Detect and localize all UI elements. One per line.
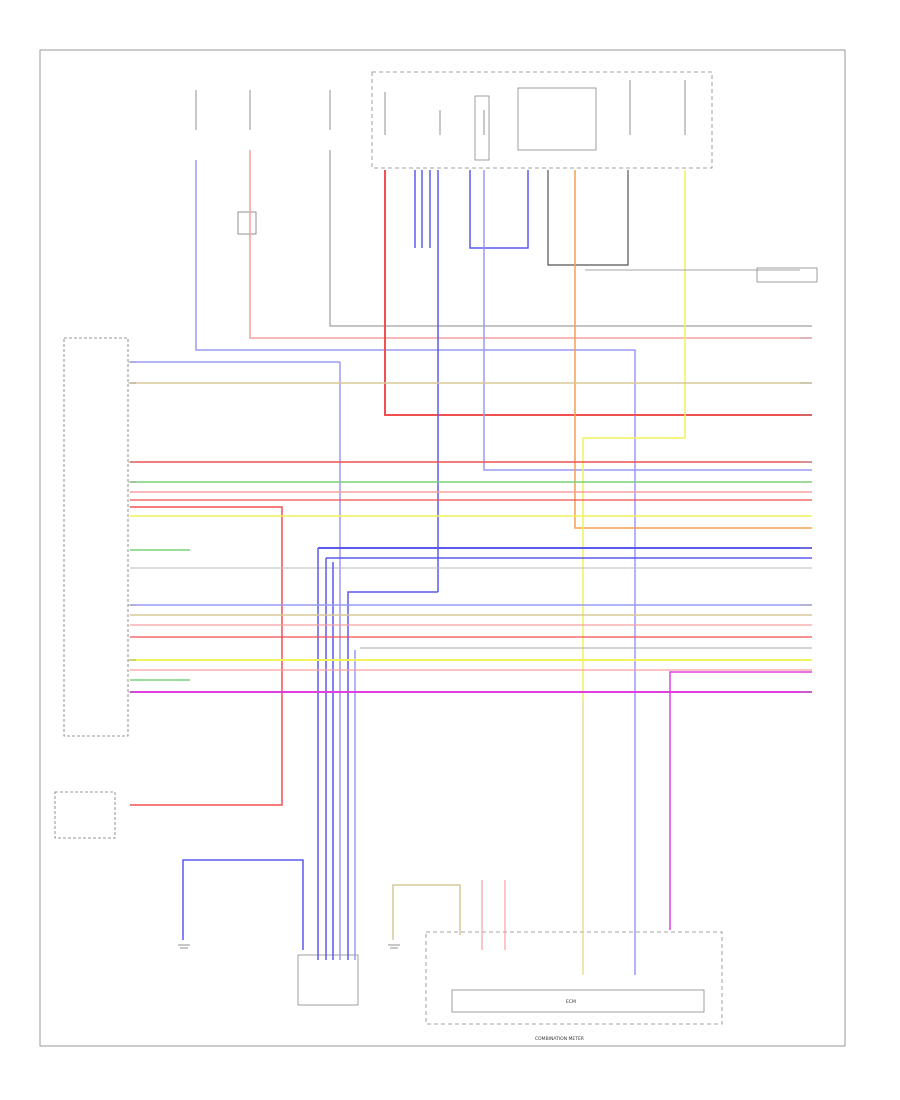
right-connector <box>756 267 818 283</box>
wire-orange-1 <box>574 170 812 529</box>
wire-light-blue-1 <box>195 160 636 975</box>
wire-blue-bottom-left <box>182 859 304 950</box>
ecu-box <box>451 989 705 1013</box>
inline-component <box>237 211 257 235</box>
wire-pink-1 <box>249 150 812 339</box>
fuse-relay-block <box>371 71 713 169</box>
transmission-block <box>54 791 116 839</box>
wire-blue-group-top <box>414 170 439 592</box>
wire-red-down <box>130 506 283 806</box>
ground-symbol-left <box>178 944 190 949</box>
combination-meter-box <box>425 931 723 1025</box>
wire-red-1 <box>384 170 812 416</box>
wire-gray-relay <box>547 170 629 266</box>
wire-gray-1 <box>329 150 812 327</box>
ecu-label: ECM <box>566 999 576 1005</box>
wire-tan-bottom <box>392 884 461 940</box>
wire-yellow-1 <box>582 170 686 700</box>
wire-blue-bundle <box>317 548 438 960</box>
ecu-pin-marks <box>128 361 136 693</box>
junction-connector <box>297 954 359 1006</box>
wire-light-blue-2 <box>483 170 812 471</box>
wire-blue-loop <box>469 170 529 249</box>
fuse-symbols <box>195 80 686 135</box>
power-management-ecu <box>63 337 129 737</box>
wire-magenta-v1 <box>669 671 812 930</box>
diagram-frame <box>39 49 846 1047</box>
relay-switch-box <box>517 87 597 151</box>
combination-meter-label: COMBINATION METER <box>535 1036 584 1042</box>
ground-symbol-mid <box>388 944 400 949</box>
relay-box <box>474 95 490 161</box>
right-terminal-marks <box>800 337 812 693</box>
